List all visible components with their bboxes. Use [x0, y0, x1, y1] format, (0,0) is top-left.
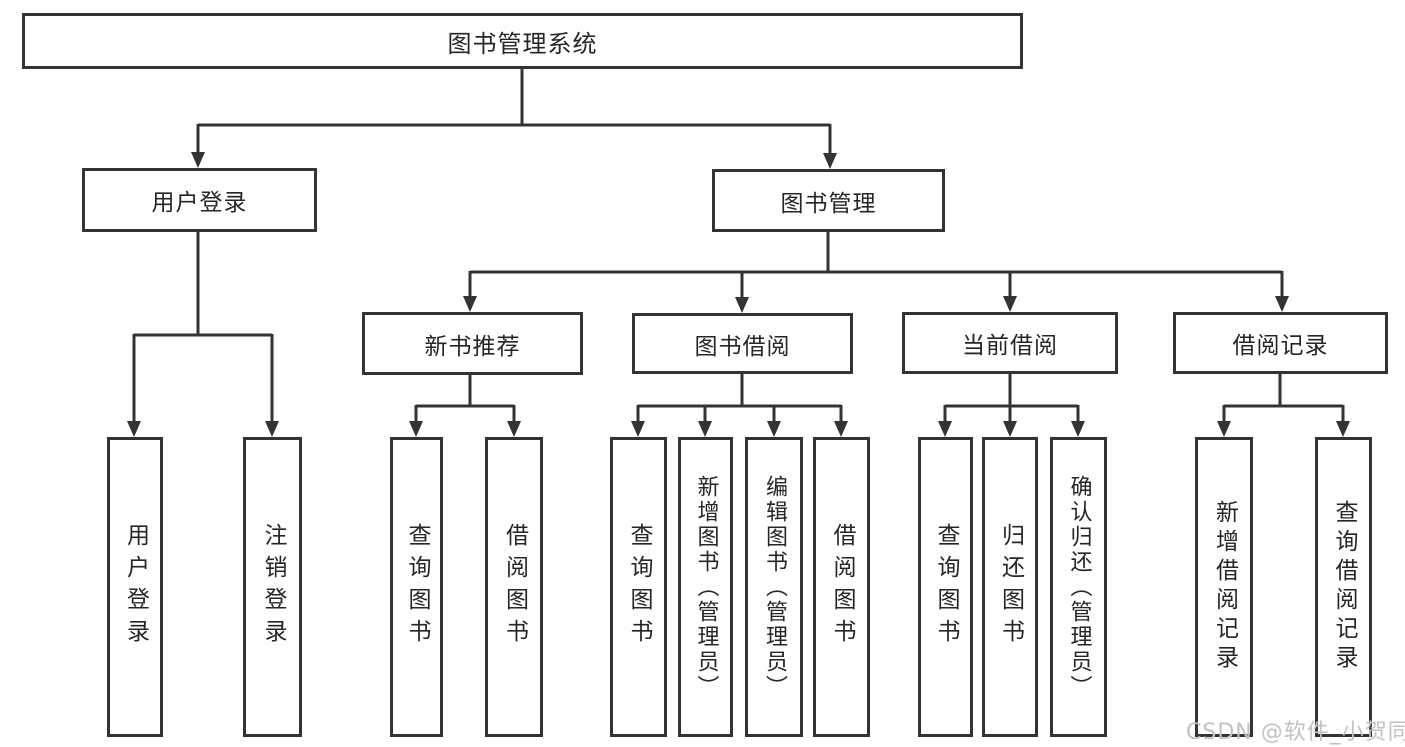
- leaf-recommend-borrow-book-label: 借阅图书: [501, 523, 528, 651]
- node-current-borrow: 当前借阅: [902, 312, 1118, 374]
- node-library-management-system: 图书管理系统: [22, 13, 1023, 69]
- leaf-current-query-book: 查询图书: [918, 437, 973, 737]
- leaf-return-book-label: 归还图书: [997, 523, 1024, 651]
- leaf-add-borrow-record: 新增借阅记录: [1195, 437, 1253, 737]
- leaf-recommend-borrow-book: 借阅图书: [485, 437, 543, 737]
- leaf-add-borrow-record-label: 新增借阅记录: [1211, 500, 1238, 674]
- leaf-add-book-admin-label: 新增图书（管理员）: [693, 474, 719, 700]
- leaf-logout-label: 注销登录: [260, 523, 286, 651]
- node-new-book-recommend: 新书推荐: [362, 312, 583, 375]
- leaf-borrow-book-label: 借阅图书: [829, 523, 855, 651]
- node-book-borrow: 图书借阅: [632, 313, 853, 374]
- leaf-return-book: 归还图书: [982, 437, 1038, 737]
- leaf-logout: 注销登录: [243, 437, 302, 737]
- node-book-management: 图书管理: [712, 169, 945, 232]
- leaf-user-login-label: 用户登录: [122, 523, 149, 651]
- leaf-edit-book-admin: 编辑图书（管理员）: [745, 437, 803, 737]
- leaf-borrow-query-book: 查询图书: [610, 437, 667, 737]
- leaf-user-login: 用户登录: [107, 437, 163, 737]
- leaf-recommend-query-book: 查询图书: [390, 437, 443, 737]
- leaf-borrow-query-book-label: 查询图书: [626, 523, 652, 651]
- leaf-current-query-book-label: 查询图书: [933, 523, 959, 651]
- leaf-borrow-book: 借阅图书: [813, 437, 870, 737]
- leaf-confirm-return-admin: 确认归还（管理员）: [1050, 437, 1107, 737]
- node-user-login: 用户登录: [82, 168, 317, 232]
- leaf-confirm-return-admin-label: 确认归还（管理员）: [1066, 474, 1092, 700]
- leaf-query-borrow-record-label: 查询借阅记录: [1331, 500, 1357, 674]
- leaf-add-book-admin: 新增图书（管理员）: [678, 437, 733, 737]
- node-borrow-record: 借阅记录: [1173, 312, 1388, 374]
- leaf-recommend-query-book-label: 查询图书: [404, 523, 430, 651]
- leaf-edit-book-admin-label: 编辑图书（管理员）: [762, 474, 787, 700]
- csdn-watermark: CSDN @软件_小贺同学: [1186, 720, 1405, 745]
- leaf-query-borrow-record: 查询借阅记录: [1315, 437, 1372, 737]
